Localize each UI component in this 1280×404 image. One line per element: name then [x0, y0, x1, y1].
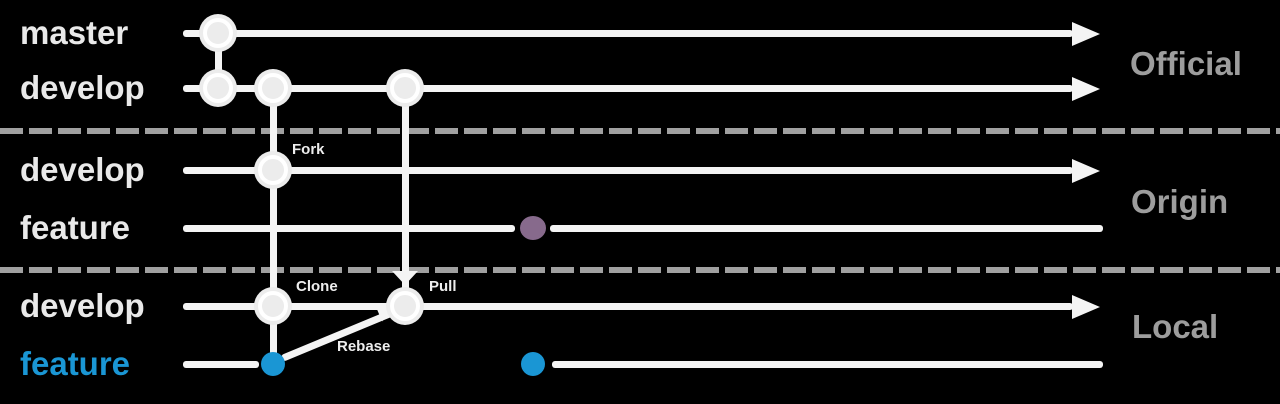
node-local-clone	[258, 291, 288, 321]
branch-label-official-master: master	[20, 14, 129, 51]
connector-master-develop	[215, 33, 222, 89]
node-develop-commit-2	[258, 73, 288, 103]
arrow-right-icon	[1072, 77, 1100, 101]
line-official-master	[183, 30, 1073, 37]
node-develop-commit-1	[203, 73, 233, 103]
op-label-rebase: Rebase	[337, 338, 391, 355]
arrow-right-icon	[1072, 295, 1100, 319]
branch-label-local-develop: develop	[20, 287, 145, 324]
pull-arrow-down-icon	[392, 271, 418, 285]
node-master-commit	[203, 18, 233, 48]
branch-label-official-develop: develop	[20, 69, 145, 106]
connector-fork-clone	[270, 88, 277, 365]
divider-official-origin	[0, 128, 1280, 134]
divider-origin-local	[0, 267, 1280, 273]
branch-label-origin-develop: develop	[20, 151, 145, 188]
branch-label-origin-feature: feature	[20, 209, 131, 246]
line-local-feature-right	[552, 361, 1103, 368]
line-origin-develop	[183, 167, 1073, 174]
node-origin-fork	[258, 155, 288, 185]
op-label-clone: Clone	[296, 278, 338, 295]
node-local-pull	[390, 291, 420, 321]
line-origin-feature-left	[183, 225, 515, 232]
op-label-fork: Fork	[292, 141, 325, 158]
line-official-develop	[183, 85, 1073, 92]
line-local-feature-left	[183, 361, 259, 368]
dot-origin-feature-commit	[520, 216, 546, 240]
section-label-official: Official	[1130, 45, 1242, 82]
dot-local-feature-commit-1	[261, 352, 285, 376]
node-develop-commit-3	[390, 73, 420, 103]
line-local-develop	[183, 303, 1073, 310]
section-label-local: Local	[1132, 308, 1219, 345]
section-label-origin: Origin	[1131, 183, 1229, 220]
connector-pull	[402, 88, 409, 306]
op-label-pull: Pull	[429, 278, 457, 295]
arrow-right-icon	[1072, 159, 1100, 183]
dot-local-feature-commit-2	[521, 352, 545, 376]
branch-label-local-feature: feature	[20, 345, 131, 382]
line-origin-feature-right	[550, 225, 1103, 232]
arrow-right-icon	[1072, 22, 1100, 46]
